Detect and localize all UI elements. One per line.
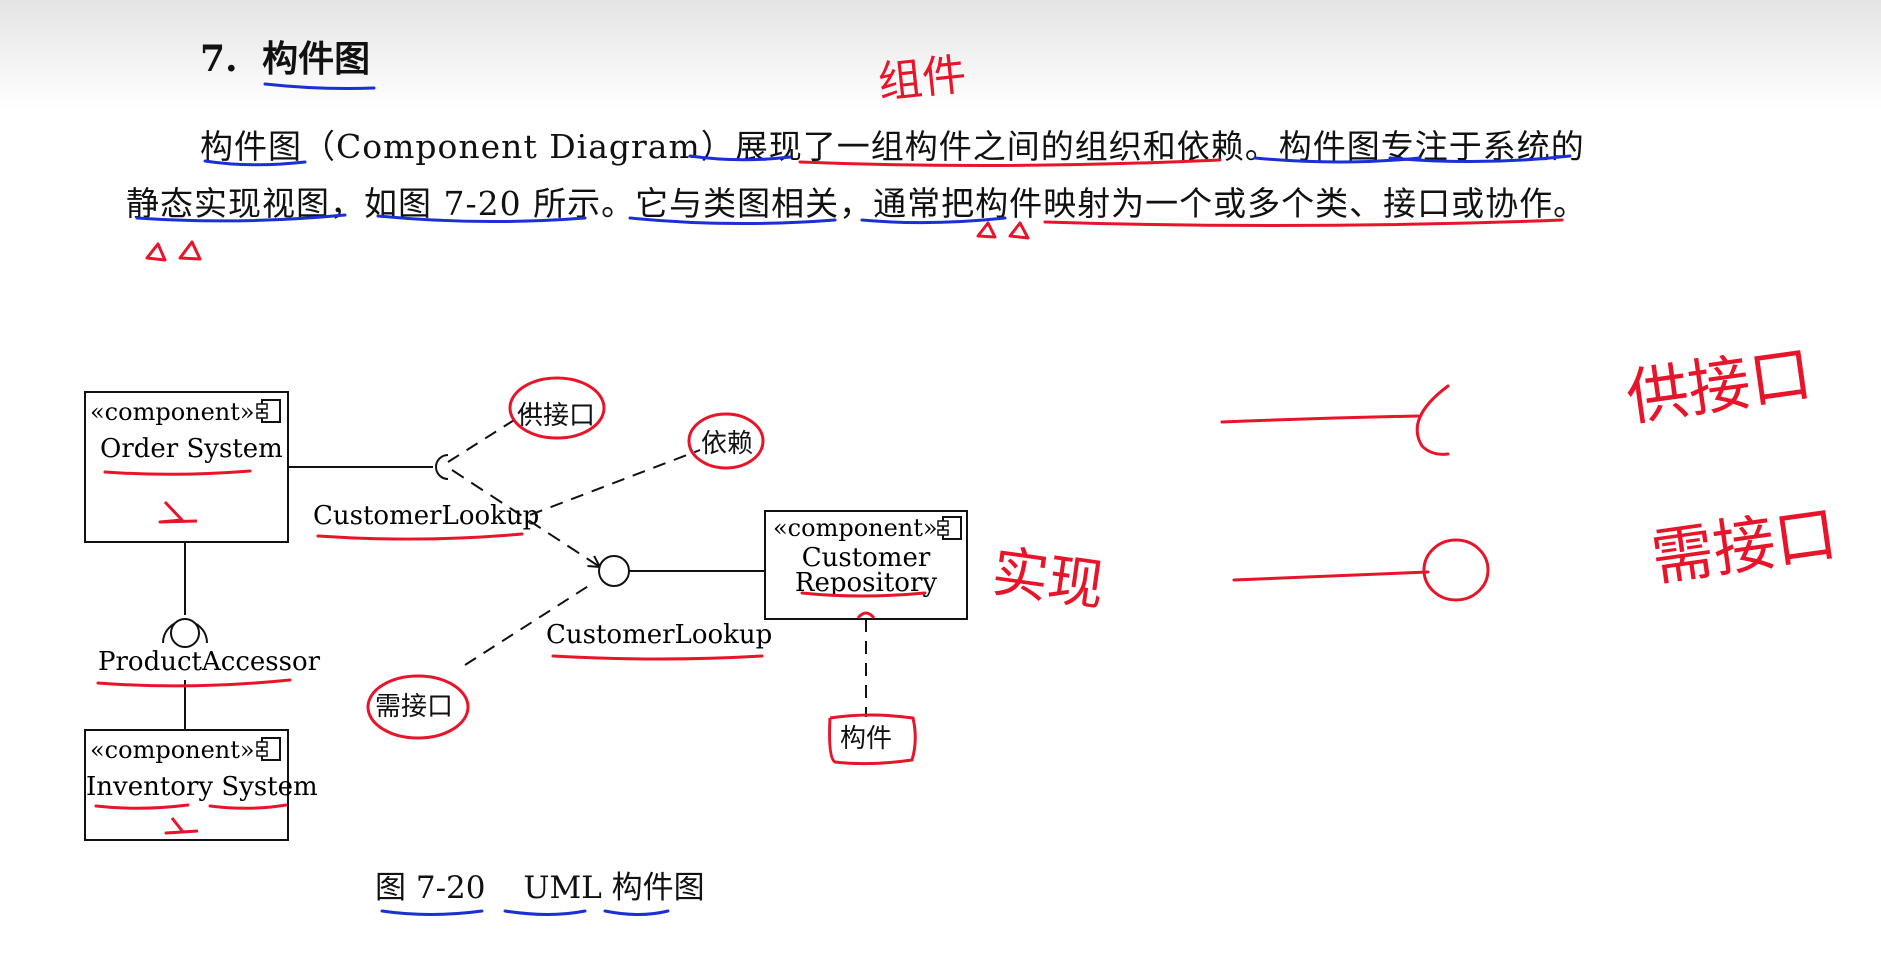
annotation-line-required (464, 584, 591, 666)
legend-socket-icon (1415, 384, 1450, 456)
component-icon (937, 516, 962, 540)
dependency-arrow (451, 469, 600, 567)
blue-underlines (135, 82, 1572, 916)
annotation-line-provided (447, 409, 531, 463)
red-circles (366, 376, 917, 766)
component-icon (256, 737, 281, 761)
component-order-system: «component» Order System (84, 391, 289, 543)
inventory-stereotype: «component» (90, 736, 255, 764)
ink-legend-provided: 供接口 (1622, 337, 1816, 435)
legend-socket-line (1220, 414, 1420, 424)
note-required-interface: 需接口 (375, 692, 453, 722)
ink-side-note: 实现 (988, 539, 1108, 619)
order-system-name: Order System (100, 434, 283, 464)
repository-name-line1: Customer (802, 543, 931, 573)
annotation-line-dependency (529, 449, 701, 516)
interface-label-lookup-bottom: CustomerLookup (546, 620, 772, 650)
ball-icon (170, 618, 200, 648)
section-heading: 7. 构件图 (200, 30, 370, 82)
paragraph-line-2: 静态实现视图，如图 7-20 所示。它与类图相关，通常把构件映射为一个或多个类、… (126, 184, 1588, 223)
note-component: 构件 (840, 724, 892, 754)
order-system-stereotype: «component» (90, 398, 255, 426)
interface-label-product: ProductAccessor (98, 647, 321, 677)
legend-lollipop-line (1232, 570, 1430, 582)
caption-figure: 图 7-20 (375, 870, 486, 906)
note-provided-interface: 供接口 (517, 401, 595, 431)
caption-title: UML 构件图 (523, 870, 705, 906)
required-socket-icon (435, 454, 449, 480)
note-dependency: 依赖 (701, 429, 753, 459)
figure-caption: 图 7-20 UML 构件图 (375, 862, 705, 907)
legend-lollipop-icon (1422, 538, 1490, 602)
inventory-name: Inventory System (86, 772, 318, 802)
ink-above-title: 组件 (876, 49, 969, 109)
section-number: 7. (200, 38, 238, 80)
ink-legend-required: 需接口 (1647, 497, 1841, 595)
red-underlines (94, 158, 1564, 810)
component-icon (256, 399, 281, 423)
red-triangle-marks (145, 221, 1030, 835)
top-shade (0, 0, 1881, 110)
repository-stereotype: «component» (773, 514, 938, 542)
interface-label-lookup-top: CustomerLookup (313, 501, 539, 531)
paragraph-line-1: 构件图（Component Diagram）展现了一组构件之间的组织和依赖。构件… (200, 127, 1585, 166)
legend-drawings (1220, 384, 1490, 602)
component-customer-repository: «component» Customer Repository (764, 510, 968, 620)
section-title: 构件图 (262, 38, 371, 80)
component-inventory-system: «component» Inventory System (84, 729, 318, 841)
